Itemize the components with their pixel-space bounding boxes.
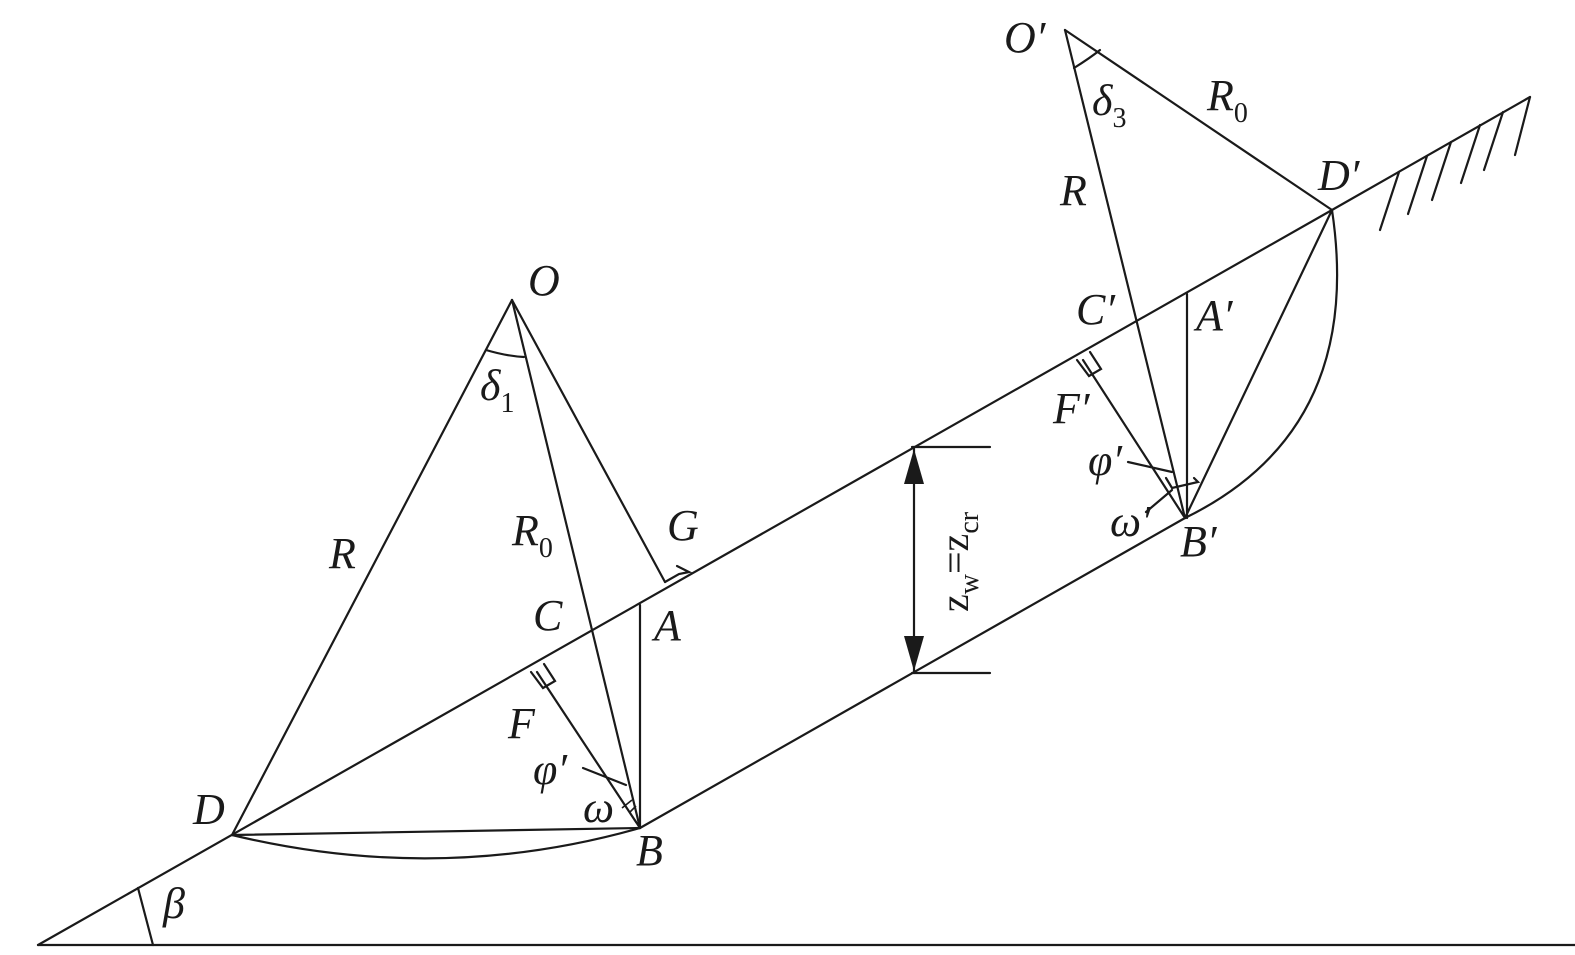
svg-text:zw=zcr: zw=zcr xyxy=(932,511,985,612)
depth-dimension xyxy=(904,445,992,675)
label-delta1: δ1 xyxy=(480,361,514,419)
label-R0-left: R0 xyxy=(511,506,553,564)
label-R-right: R xyxy=(1059,166,1087,215)
label-C: C xyxy=(533,591,563,640)
label-delta3: δ3 xyxy=(1092,76,1126,134)
arrowhead-down xyxy=(904,636,924,671)
label-F-prime: F′ xyxy=(1052,384,1091,433)
label-G: G xyxy=(667,501,699,550)
slope-extension-line xyxy=(1330,95,1532,212)
label-B: B xyxy=(636,826,663,875)
label-O-prime: O′ xyxy=(1004,13,1047,62)
label-R0-right: R0 xyxy=(1206,71,1248,129)
label-A: A xyxy=(651,601,682,650)
label-D-prime: D′ xyxy=(1317,151,1361,200)
label-phi-right: φ′ xyxy=(1088,436,1123,485)
label-zw-zcr: zw=zcr xyxy=(932,511,985,612)
slope-surface-line xyxy=(36,208,1334,947)
label-phi-left: φ′ xyxy=(533,745,568,794)
right-construction xyxy=(1063,28,1339,520)
label-F: F xyxy=(507,699,536,748)
ground-hatching xyxy=(1378,95,1532,232)
label-beta: β xyxy=(162,879,185,928)
label-R-left: R xyxy=(328,529,356,578)
left-construction xyxy=(230,298,693,860)
label-B-prime: B′ xyxy=(1180,517,1218,566)
beta-angle-mark xyxy=(136,886,155,947)
arrowhead-up xyxy=(904,449,924,484)
label-C-prime: C′ xyxy=(1076,285,1116,334)
label-omega-right: ω′ xyxy=(1110,497,1152,546)
label-omega-left: ω xyxy=(583,783,614,832)
label-O: O xyxy=(528,256,560,305)
label-A-prime: A′ xyxy=(1193,291,1234,340)
label-D: D xyxy=(192,785,225,834)
